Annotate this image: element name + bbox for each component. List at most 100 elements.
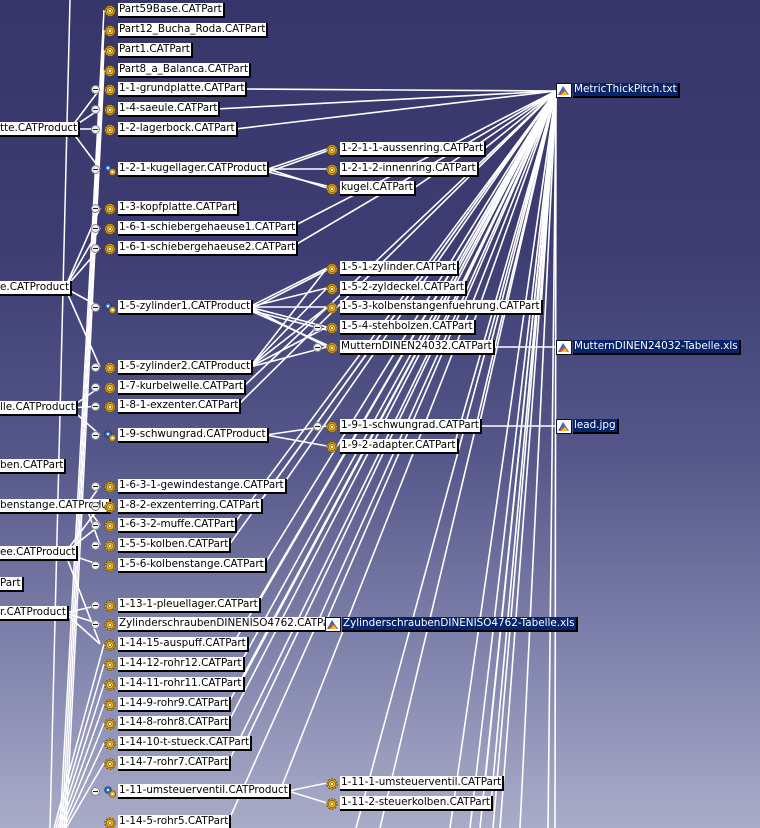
tree-node-c25[interactable]: 1-14-12-rohr12.CATPart <box>103 656 245 672</box>
tree-node-c21[interactable]: 1-5-6-kolbenstange.CATPart <box>103 557 267 573</box>
collapse-toggle-icon[interactable] <box>91 105 100 114</box>
tree-node-d4[interactable]: 1-5-1-zylinder.CATPart <box>325 260 460 276</box>
link-line <box>248 269 328 311</box>
tree-node-c27[interactable]: 1-14-9-rohr9.CATPart <box>103 696 232 712</box>
collapse-toggle-icon[interactable] <box>91 303 100 312</box>
tree-node-c11[interactable]: 1-6-1-schiebergehaeuse2.CATPart <box>103 240 299 256</box>
tree-node-c16[interactable]: 1-9-schwungrad.CATProduct <box>103 427 269 443</box>
tree-node-c5[interactable]: 1-1-grundplatte.CATPart <box>103 81 248 97</box>
tree-node-c3[interactable]: Part1.CATPart <box>103 42 193 58</box>
collapse-toggle-icon[interactable] <box>91 502 100 511</box>
tree-node-c4[interactable]: Part8_a_Balanca.CATPart <box>103 62 252 78</box>
collapse-toggle-icon[interactable] <box>91 224 100 233</box>
tree-node-c17[interactable]: 1-6-3-1-gewindestange.CATPart <box>103 478 287 494</box>
part-gear-icon <box>325 142 339 156</box>
tree-node-c26[interactable]: 1-14-11-rohr11.CATPart <box>103 676 245 692</box>
tree-node-c19[interactable]: 1-6-3-2-muffe.CATPart <box>103 517 238 533</box>
collapse-toggle-icon[interactable] <box>91 383 100 392</box>
tree-node-f6[interactable]: ee.CATProduct <box>0 545 79 561</box>
link-line <box>55 663 105 828</box>
collapse-toggle-icon[interactable] <box>91 787 100 796</box>
tree-node-c23[interactable]: ZylinderschraubenDINENISO4762.CATPa <box>103 616 333 632</box>
tree-node-f1[interactable]: tte.CATProduct <box>0 121 81 137</box>
tree-node-d7[interactable]: 1-5-4-stehbolzen.CATPart <box>325 319 476 335</box>
collapse-toggle-icon[interactable] <box>91 204 100 213</box>
tree-node-c31[interactable]: 1-11-umsteuerventil.CATProduct <box>103 783 291 799</box>
tree-node-c22[interactable]: 1-13-1-pleuellager.CATPart <box>103 597 261 613</box>
collapse-toggle-icon[interactable] <box>91 541 100 550</box>
collapse-toggle-icon[interactable] <box>91 521 100 530</box>
tree-node-f5[interactable]: benstange.CATProdu <box>0 498 111 514</box>
tree-node-c9[interactable]: 1-3-kopfplatte.CATPart <box>103 200 240 216</box>
tree-node-d12[interactable]: 1-11-1-umsteuerventil.CATPart <box>325 775 505 791</box>
tree-node-f7[interactable]: Part <box>0 576 24 592</box>
part-gear-icon <box>103 102 117 116</box>
tree-node-d13[interactable]: 1-11-2-steuerkolben.CATPart <box>325 795 494 811</box>
tree-node-d3[interactable]: kugel.CATPart <box>325 180 416 196</box>
collapse-toggle-icon[interactable] <box>313 323 322 332</box>
collapse-toggle-icon[interactable] <box>313 422 322 431</box>
tree-node-c8[interactable]: 1-2-1-kugellager.CATProduct <box>103 161 270 177</box>
tree-node-f8[interactable]: r.CATProduct <box>0 605 69 621</box>
tree-node-d11[interactable]: ZylinderschraubenDINENISO4762-Tabelle.xl… <box>325 616 578 632</box>
part-gear-icon <box>103 380 117 394</box>
tree-node-d9[interactable]: 1-9-1-schwungrad.CATPart <box>325 418 483 434</box>
node-label: tte.CATProduct <box>0 121 81 137</box>
collapse-toggle-icon[interactable] <box>91 601 100 610</box>
collapse-toggle-icon[interactable] <box>91 620 100 629</box>
tree-node-d1[interactable]: 1-2-1-1-aussenring.CATPart <box>325 141 487 157</box>
part-gear-icon <box>103 736 117 750</box>
link-line <box>53 643 105 828</box>
tree-node-d8[interactable]: MutternDINEN24032.CATPart <box>325 339 495 355</box>
tree-node-f4[interactable]: ben.CATPart <box>0 458 67 474</box>
collapse-toggle-icon[interactable] <box>91 165 100 174</box>
part-gear-icon <box>103 558 117 572</box>
node-label: 1-14-11-rohr11.CATPart <box>118 676 245 692</box>
collapse-toggle-icon[interactable] <box>91 363 100 372</box>
tree-node-f3[interactable]: lle.CATProduct <box>0 400 78 416</box>
collapse-toggle-icon[interactable] <box>91 125 100 134</box>
tree-node-c32[interactable]: 1-14-5-rohr5.CATPart <box>103 814 232 828</box>
tree-node-c13[interactable]: 1-5-zylinder2.CATProduct <box>103 359 254 375</box>
part-gear-icon <box>325 796 339 810</box>
tree-node-c2[interactable]: Part12_Bucha_Roda.CATPart <box>103 22 269 38</box>
collapse-toggle-icon[interactable] <box>91 482 100 491</box>
collapse-toggle-icon[interactable] <box>313 343 322 352</box>
collapse-toggle-icon[interactable] <box>91 431 100 440</box>
tree-node-c20[interactable]: 1-5-5-kolben.CATPart <box>103 537 232 553</box>
node-label: 1-9-1-schwungrad.CATPart <box>340 418 483 434</box>
tree-node-c15[interactable]: 1-8-1-exzenter.CATPart <box>103 398 242 414</box>
link-line <box>483 90 557 150</box>
tree-node-c24[interactable]: 1-14-15-auspuff.CATPart <box>103 636 249 652</box>
tree-node-c7[interactable]: 1-2-lagerbock.CATPart <box>103 121 238 137</box>
node-label: 1-9-2-adapter.CATPart <box>340 438 459 454</box>
link-line <box>519 90 557 828</box>
link-line <box>64 505 101 554</box>
tree-node-f2[interactable]: e.CATProduct <box>0 280 73 296</box>
tree-node-c14[interactable]: 1-7-kurbelwelle.CATPart <box>103 379 246 395</box>
collapse-toggle-icon[interactable] <box>91 85 100 94</box>
collapse-toggle-icon[interactable] <box>91 244 100 253</box>
tree-node-e3[interactable]: lead.jpg <box>556 418 619 434</box>
tree-node-c28[interactable]: 1-14-8-rohr8.CATPart <box>103 715 232 731</box>
tree-node-c29[interactable]: 1-14-10-t-stueck.CATPart <box>103 735 253 751</box>
tree-node-c1[interactable]: Part59Base.CATPart <box>103 2 225 18</box>
tree-node-c10[interactable]: 1-6-1-schiebergehaeuse1.CATPart <box>103 220 299 236</box>
tree-node-c6[interactable]: 1-4-saeule.CATPart <box>103 101 221 117</box>
collapse-toggle-icon[interactable] <box>91 561 100 570</box>
node-label: lle.CATProduct <box>0 400 78 416</box>
tree-node-e1[interactable]: MetricThickPitch.txt <box>556 82 680 98</box>
tree-node-c12[interactable]: 1-5-zylinder1.CATProduct <box>103 299 254 315</box>
document-file-icon <box>325 617 341 632</box>
node-label: e.CATProduct <box>0 280 73 296</box>
node-label: ben.CATPart <box>0 458 67 474</box>
tree-node-d2[interactable]: 1-2-1-2-innenring.CATPart <box>325 161 479 177</box>
tree-node-d5[interactable]: 1-5-2-zyldeckel.CATPart <box>325 280 467 296</box>
tree-node-d10[interactable]: 1-9-2-adapter.CATPart <box>325 438 459 454</box>
collapse-toggle-icon[interactable] <box>91 402 100 411</box>
tree-node-c18[interactable]: 1-8-2-exzenterring.CATPart <box>103 498 263 514</box>
tree-node-d6[interactable]: 1-5-3-kolbenstangenfuehrung.CATPart <box>325 299 543 315</box>
tree-node-e2[interactable]: MutternDINEN24032-Tabelle.xls <box>556 339 741 355</box>
tree-node-c30[interactable]: 1-14-7-rohr7.CATPart <box>103 755 232 771</box>
